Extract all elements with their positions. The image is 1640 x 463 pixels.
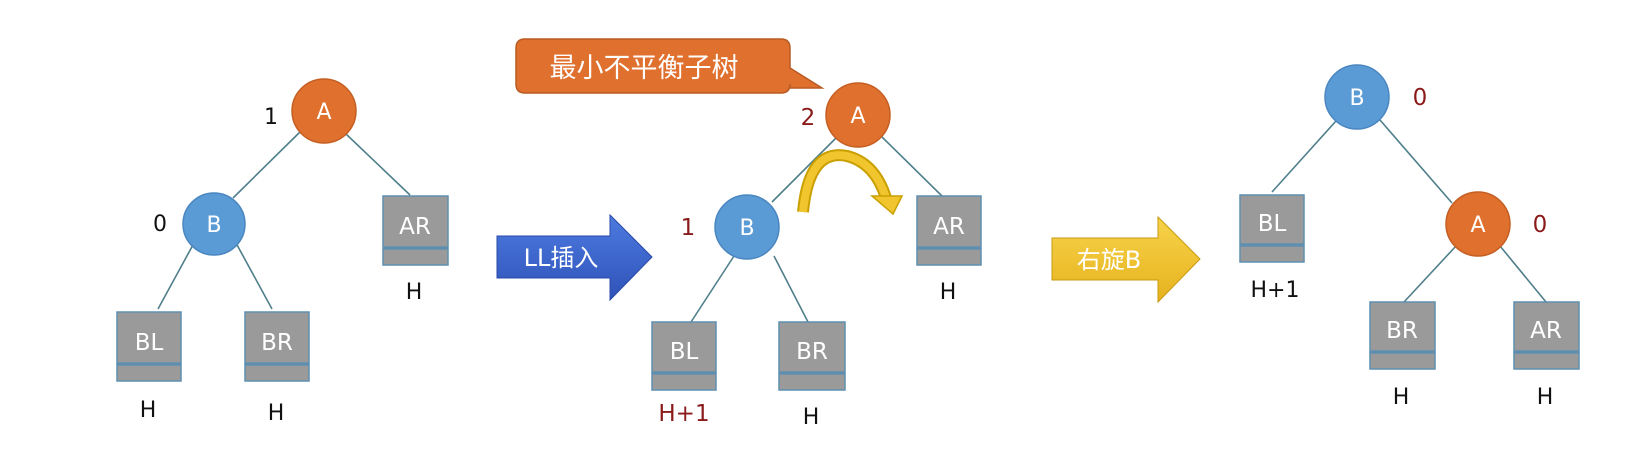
arrow-ll-insert: LL插入 (496, 213, 653, 302)
subtree-bl-label: BL (670, 339, 699, 365)
tree-before: A 1 B 0 BL H BR H AR H (116, 78, 449, 426)
balance-factor-b: 0 (1413, 85, 1428, 111)
subtree-bl-label: BL (1258, 211, 1287, 237)
subtree-ar-label: AR (1530, 318, 1562, 344)
balance-factor-b: 0 (153, 212, 167, 237)
height-ar: H (940, 280, 957, 305)
node-b-label: B (739, 216, 754, 241)
subtree-ar: AR (382, 195, 449, 266)
subtree-ar: AR (916, 195, 982, 266)
node-b: B (714, 194, 780, 260)
node-a-label: A (1470, 213, 1485, 238)
height-br: H (268, 401, 285, 426)
subtree-bl: BL (651, 321, 717, 391)
node-b-label: B (206, 213, 221, 238)
subtree-ar-label: AR (399, 214, 431, 240)
height-bl: H+1 (658, 401, 709, 427)
rotate-right-curved-arrow-icon (797, 149, 904, 216)
node-a-label: A (850, 104, 865, 129)
subtree-br-label: BR (796, 339, 828, 365)
arrow-rotate-right-label: 右旋B (1077, 246, 1141, 274)
balance-factor-a: 0 (1533, 212, 1548, 238)
edge-a-ar (345, 133, 411, 196)
edge-b-br (235, 242, 273, 310)
height-ar: H (406, 280, 423, 305)
balance-factor-a: 1 (264, 105, 278, 130)
subtree-ar: AR (1513, 301, 1580, 370)
subtree-br-label: BR (261, 330, 293, 356)
node-a: A (291, 78, 357, 144)
subtree-br-label: BR (1386, 318, 1418, 344)
balance-factor-a: 2 (801, 105, 816, 131)
edge-b-a (1379, 119, 1453, 204)
edge-a-br (1403, 245, 1457, 303)
edge-b-bl (1271, 120, 1337, 193)
height-bl: H+1 (1251, 278, 1300, 303)
edge-a-ar (881, 136, 944, 198)
arrow-rotate-right: 右旋B (1051, 215, 1201, 304)
edge-a-b (771, 135, 839, 203)
subtree-bl: BL (116, 311, 182, 382)
tree-after-insert: A 2 B 1 BL H+1 BR H (651, 82, 982, 430)
subtree-br: BR (778, 321, 846, 391)
subtree-bl-label: BL (135, 330, 164, 356)
node-b: B (1324, 64, 1390, 130)
height-br: H (803, 405, 820, 430)
callout-label: 最小不平衡子树 (550, 53, 739, 84)
node-a: A (825, 82, 891, 148)
arrow-ll-insert-label: LL插入 (524, 244, 599, 272)
subtree-br: BR (244, 311, 310, 382)
edge-a-ar (1499, 245, 1547, 303)
subtree-bl: BL (1239, 194, 1305, 263)
callout-min-unbalanced-subtree: 最小不平衡子树 (515, 38, 825, 94)
edge-b-br (773, 255, 809, 323)
node-b-label: B (1349, 86, 1364, 111)
height-br: H (1393, 385, 1410, 410)
edge-b-bl (157, 242, 195, 310)
subtree-ar-label: AR (933, 214, 965, 240)
edge-a-b (232, 130, 302, 199)
tree-after-rotate: B 0 A 0 BL H+1 BR H AR H (1239, 64, 1580, 410)
balance-factor-b: 1 (681, 215, 696, 241)
height-ar: H (1537, 385, 1554, 410)
subtree-br: BR (1369, 301, 1436, 370)
node-a: A (1445, 191, 1511, 257)
edge-b-bl (690, 255, 735, 323)
node-b: B (182, 192, 246, 256)
height-bl: H (140, 398, 157, 423)
node-a-label: A (316, 100, 331, 125)
